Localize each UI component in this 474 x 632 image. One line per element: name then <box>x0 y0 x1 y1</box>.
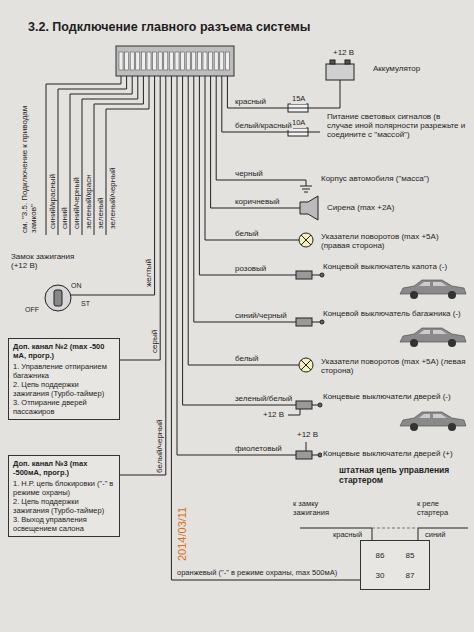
wire-label: +12 В <box>262 410 285 419</box>
channel-item: 3. Отпирание дверей пассажиров <box>13 398 115 416</box>
wire-label: красный <box>332 531 363 540</box>
wire-label: зеленый/белый <box>234 394 293 403</box>
connector-pin <box>192 52 196 70</box>
connector-pin <box>158 52 162 70</box>
channel-item: 1. Н.Р. цепь блокировки ("-" в режиме ох… <box>13 479 115 497</box>
main-connector <box>116 46 234 76</box>
connector-pin <box>164 52 168 70</box>
wire-label: Концевые выключатели дверей (-) <box>322 392 472 401</box>
wire-label: красный <box>234 97 267 106</box>
connector-pin <box>214 52 218 70</box>
wire-color-label: см. "3.5. Подключение к приводам замков" <box>20 104 38 234</box>
pin-number: 30 <box>376 571 385 580</box>
connector-pin <box>197 52 201 70</box>
wire-label: Концевые выключатели дверей (+) <box>322 449 472 458</box>
wire-label: Сирена (max +2A) <box>326 203 395 212</box>
connector-pins <box>119 52 229 70</box>
connector-pin <box>203 52 207 70</box>
wire-label: ST <box>80 300 91 308</box>
wire-label: 10А <box>291 119 306 128</box>
wire-label: синий/черный <box>234 311 288 320</box>
wire-label: коричневый <box>234 197 280 206</box>
wire-label: Указатели поворотов (max +5A) (левая сто… <box>320 357 467 375</box>
wire-label: белый <box>234 229 260 238</box>
wire-label: белый <box>234 354 260 363</box>
relay-box: 86 85 30 87 <box>360 540 430 590</box>
wire-label: Концевой выключатель багажника (-) <box>322 309 472 318</box>
pin-number: 87 <box>406 571 415 580</box>
wire-label: ON <box>70 282 83 290</box>
wire-label: к реле стартера <box>416 500 472 517</box>
connector-pin <box>209 52 213 70</box>
wire-color-label: серый <box>150 329 159 354</box>
channel-item: 1. Управление отпиранием багажника <box>13 362 115 380</box>
connector-pin <box>141 52 145 70</box>
date-watermark: 2014/03/11 <box>176 506 189 562</box>
wire-label: оранжевый ("-" в режиме охраны, max 500м… <box>176 569 338 578</box>
wire-label: черный <box>234 169 264 178</box>
wire-label: Питание световых сигналов (в случае иной… <box>326 112 468 140</box>
connector-pin <box>175 52 179 70</box>
pin-number: 85 <box>406 551 415 560</box>
wire-label: розовый <box>234 264 267 273</box>
connector-pin <box>186 52 190 70</box>
connector-pin <box>125 52 129 70</box>
wire-label: белый/красный <box>234 121 293 130</box>
channel-item: 2. Цепь поддержки зажигания (Турбо-тайме… <box>13 497 115 515</box>
wire-color-label: синий <box>60 206 69 230</box>
wire-label: Корпус автомобиля ("масса") <box>320 174 430 183</box>
wire-label: Замок зажигания (+12 В) <box>10 252 92 270</box>
connector-pin <box>181 52 185 70</box>
connector-pin <box>119 52 123 70</box>
car-icon <box>400 412 466 431</box>
wire-color-label: зеленый <box>96 196 105 230</box>
channel-item: 2. Цепь поддержки зажигания (Турбо-тайме… <box>13 380 115 398</box>
connector-pin <box>147 52 151 70</box>
pin-number: 86 <box>376 551 385 560</box>
connector-pin <box>136 52 140 70</box>
connector-pin <box>169 52 173 70</box>
channel-heading: Доп. канал №2 (max -500 мА, прогр.) <box>13 342 115 360</box>
wire-label: OFF <box>24 306 40 314</box>
channel-box: Доп. канал №2 (max -500 мА, прогр.) 1. Уп… <box>8 338 120 420</box>
wire-label: +12 В <box>296 430 319 439</box>
wire-label: Аккумулятор <box>372 64 421 73</box>
channel-box: Доп. канал №3 (max -500мА, прогр.) 1. Н.Р… <box>8 455 120 537</box>
car-icon <box>400 280 466 299</box>
connector-pin <box>153 52 157 70</box>
car-icon <box>400 328 466 347</box>
wire-label: фиолетовый <box>234 444 283 453</box>
wire-label: штатная цепь управления стартером <box>338 466 468 486</box>
connector-pin <box>225 52 229 70</box>
wire-label: к замку зажигания <box>292 500 356 517</box>
connector-pin <box>130 52 134 70</box>
wire-color-label: белый/черный <box>155 419 164 475</box>
wire-label: Концевой выключатель капота (-) <box>322 262 472 271</box>
wire-label: Указатели поворотов (max +5A) (правая ст… <box>320 232 467 250</box>
wire-color-label: зеленый/черный <box>108 167 117 230</box>
diagram-title: 3.2. Подключение главного разъема систем… <box>28 20 310 34</box>
wire-color-label: синий/черный <box>72 176 81 230</box>
channel-heading: Доп. канал №3 (max -500мА, прогр.) <box>13 459 115 477</box>
wire-color-label: синий/красный <box>48 173 57 230</box>
wire-label: 15А <box>291 95 306 104</box>
connector-pin <box>220 52 224 70</box>
wire-label: +12 В <box>332 48 355 57</box>
channel-item: 3. Выход управления освещением салона <box>13 515 115 533</box>
wire-color-label: желтый <box>144 258 153 288</box>
wire-color-label: зеленый/красн <box>84 173 93 230</box>
wire-label: синий <box>424 531 446 540</box>
